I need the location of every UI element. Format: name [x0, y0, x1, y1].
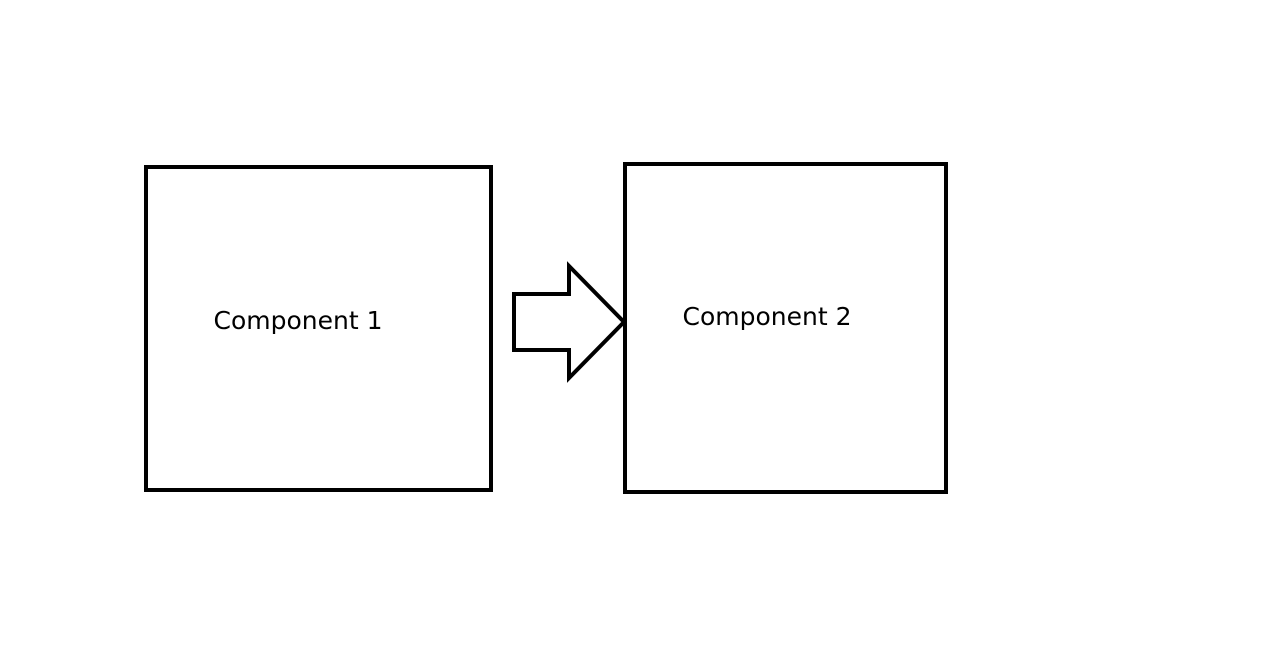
- component-1-label: Component 1: [214, 306, 383, 335]
- arrow-connector: [512, 261, 627, 383]
- component-2-box: [623, 162, 948, 494]
- component-1-box: [144, 165, 493, 492]
- component-2-label: Component 2: [683, 302, 852, 331]
